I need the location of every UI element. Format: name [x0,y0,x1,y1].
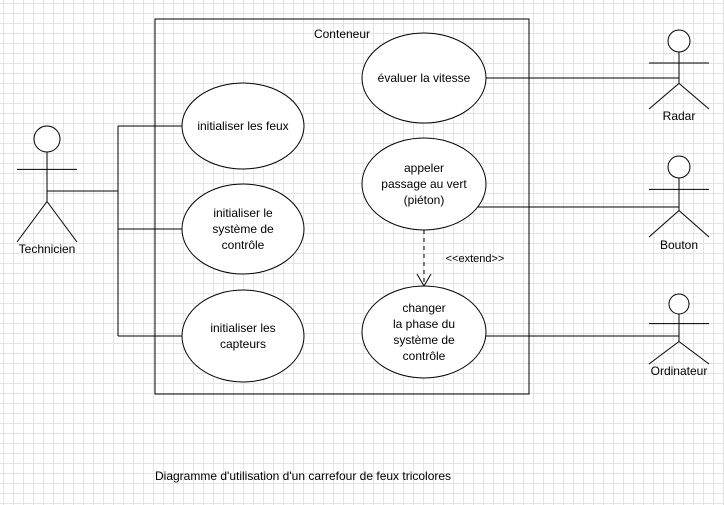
use-case-label: passage au vert [381,177,467,191]
use-case-label: contrôle [403,349,446,363]
use-case-init-systeme[interactable]: initialiser le système de contrôle [181,183,305,275]
use-case-label: initialiser le [213,206,273,220]
use-case-evaluer-vitesse[interactable]: évaluer la vitesse [361,32,487,124]
actor-leg-right [678,210,710,238]
use-case-ellipse [181,289,305,383]
use-case-changer-phase[interactable]: changer la phase du système de contrôle [361,285,487,379]
actor-label: Technicien [19,242,76,256]
actor-technicien: Technicien [16,125,78,256]
actor-leg-left [648,82,680,110]
use-case-ellipse [361,285,487,379]
use-case-label: initialiser les feux [197,119,288,133]
actor-head [667,29,691,53]
actor-bouton: Bouton [648,155,710,252]
use-case-ellipse [181,183,305,275]
extend-label: <<extend>> [446,253,505,265]
actor-head [33,125,61,153]
actor-label: Radar [663,109,696,123]
use-case-label: appeler [404,161,444,175]
use-case-init-capteurs[interactable]: initialiser les capteurs [181,289,305,383]
actor-head [667,155,691,179]
use-case-label: évaluer la vitesse [378,71,471,85]
actor-leg-left [648,341,680,365]
actor-leg-right [46,201,78,243]
actor-head [668,293,690,315]
use-case-label: changer [402,301,445,315]
actor-leg-left [648,210,680,238]
use-case-label: contrôle [222,238,265,252]
use-case-label: système de [393,333,455,347]
use-case-label: capteurs [220,337,266,351]
use-case-label: initialiser les [210,321,275,335]
use-case-appeler-passage[interactable]: appeler passage au vert (piéton) [361,137,487,231]
actor-radar: Radar [648,29,710,123]
diagram-caption: Diagramme d'utilisation d'un carrefour d… [155,469,452,483]
actor-leg-right [678,341,710,365]
actor-leg-left [16,201,48,243]
actor-leg-right [678,82,710,110]
actor-label: Ordinateur [651,364,708,378]
use-case-init-feux[interactable]: initialiser les feux [181,82,305,170]
actor-ordinateur: Ordinateur [648,293,710,378]
actor-label: Bouton [660,238,698,252]
system-boundary-label: Conteneur [314,27,370,41]
use-case-ellipse [361,32,487,124]
use-case-label: (piéton) [404,193,445,207]
use-case-ellipse [181,82,305,170]
use-case-ellipse [361,137,487,231]
use-case-label: la phase du [393,317,455,331]
use-case-label: système de [212,222,274,236]
